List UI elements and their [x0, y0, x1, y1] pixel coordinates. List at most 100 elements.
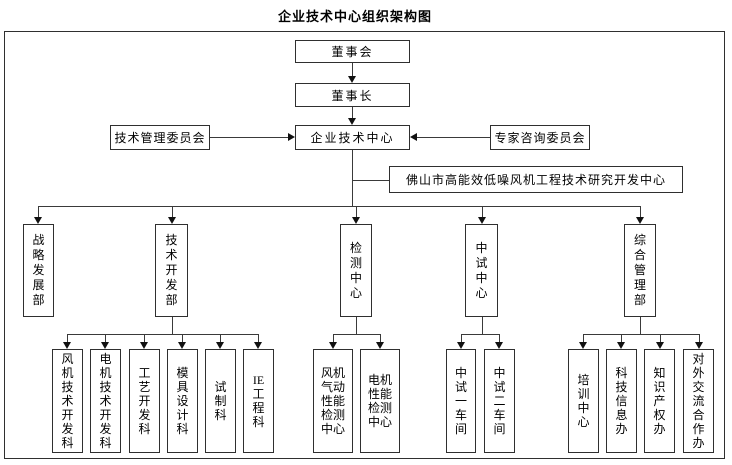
box-label: 电 机 技 术 开 发 科 [99, 352, 112, 450]
connector-line [67, 334, 259, 335]
section-motor-performance-testing: 电机 性能 检测 中心 [360, 349, 400, 453]
box-label: 对 外 交 流 合 作 办 [692, 352, 705, 450]
box-label: 中 试 二 车 间 [493, 366, 506, 436]
box-expert-advisory-committee: 专家咨询委员会 [490, 125, 590, 150]
connector-line [352, 107, 353, 119]
section-training-center: 培 训 中 心 [568, 349, 599, 453]
connector-line [621, 334, 622, 343]
arrow-down-icon [656, 342, 664, 349]
connector-line [67, 334, 68, 343]
arrow-down-icon [101, 342, 109, 349]
box-label: 战 略 发 展 部 [32, 233, 45, 307]
section-ie-engineering: IE 工 程 科 [243, 349, 274, 453]
connector-line [499, 334, 500, 343]
arrow-down-icon [178, 342, 186, 349]
box-label: 风机 气动 性能 检测 中心 [320, 366, 345, 436]
connector-line [356, 317, 357, 334]
dept-pilot-test-center: 中 试 中 心 [465, 224, 498, 317]
box-label: 中 试 中 心 [475, 240, 488, 300]
box-label: 专家咨询委员会 [494, 131, 586, 145]
arrow-down-icon [168, 217, 176, 224]
arrow-down-icon [140, 342, 148, 349]
connector-line [352, 180, 389, 181]
connector-line [417, 137, 490, 138]
connector-line [583, 334, 584, 343]
box-label: 科 技 信 息 办 [615, 366, 628, 436]
dept-testing-center: 检 测 中 心 [340, 224, 372, 317]
connector-line [660, 334, 661, 343]
section-fan-tech-dev: 风 机 技 术 开 发 科 [52, 349, 83, 453]
arrow-down-icon [63, 342, 71, 349]
dept-general-management: 综 合 管 理 部 [624, 224, 656, 317]
box-label: 试 制 科 [214, 380, 227, 422]
section-pilot-workshop-1: 中 试 一 车 间 [446, 349, 476, 453]
connector-line [699, 334, 700, 343]
arrow-down-icon [34, 217, 42, 224]
section-external-cooperation-office: 对 外 交 流 合 作 办 [683, 349, 714, 453]
box-chairman: 董事长 [295, 83, 410, 107]
box-label: 技术管理委员会 [114, 131, 206, 145]
connector-line [172, 206, 173, 218]
connector-line [210, 137, 288, 138]
arrow-down-icon [495, 342, 503, 349]
box-enterprise-tech-center: 企业技术中心 [295, 125, 410, 150]
box-label: 电机 性能 检测 中心 [367, 373, 392, 429]
box-label: 知 识 产 权 办 [653, 366, 666, 436]
dept-strategic-development: 战 略 发 展 部 [23, 224, 54, 317]
connector-line [461, 334, 462, 343]
box-label: 企业技术中心 [310, 131, 395, 145]
arrow-down-icon [579, 342, 587, 349]
connector-line [380, 334, 381, 343]
connector-line [461, 334, 499, 335]
arrow-left-icon [410, 133, 417, 141]
connector-line [144, 334, 145, 343]
box-label: 综 合 管 理 部 [633, 233, 646, 307]
connector-line [640, 206, 641, 218]
connector-line [258, 334, 259, 343]
box-label: 模 具 设 计 科 [176, 366, 189, 436]
box-label: 工 艺 开 发 科 [138, 366, 151, 436]
box-board-of-directors: 董事会 [295, 40, 410, 63]
arrow-down-icon [478, 217, 486, 224]
section-process-dev: 工 艺 开 发 科 [129, 349, 160, 453]
connector-line [105, 334, 106, 343]
connector-line [482, 317, 483, 334]
box-label: 中 试 一 车 间 [454, 366, 467, 436]
section-motor-tech-dev: 电 机 技 术 开 发 科 [90, 349, 121, 453]
arrow-down-icon [329, 342, 337, 349]
box-label: 佛山市高能效低噪风机工程技术研究开发中心 [405, 173, 666, 187]
section-fan-aero-testing: 风机 气动 性能 检测 中心 [313, 349, 353, 453]
arrow-down-icon [216, 342, 224, 349]
box-label: 董事长 [331, 88, 374, 103]
box-label: IE 工 程 科 [252, 373, 265, 429]
connector-line [38, 206, 640, 207]
connector-line [640, 317, 641, 334]
box-tech-mgmt-committee: 技术管理委员会 [110, 125, 210, 150]
arrow-down-icon [254, 342, 262, 349]
box-label: 技 术 开 发 部 [165, 233, 178, 307]
section-mold-design: 模 具 设 计 科 [167, 349, 198, 453]
dept-technology-development: 技 术 开 发 部 [155, 224, 188, 317]
section-pilot-workshop-2: 中 试 二 车 间 [484, 349, 515, 453]
section-sci-tech-info-office: 科 技 信 息 办 [606, 349, 637, 453]
section-trial-production: 试 制 科 [205, 349, 236, 453]
box-label: 检 测 中 心 [349, 240, 362, 300]
arrow-down-icon [636, 217, 644, 224]
connector-line [352, 150, 353, 206]
connector-line [356, 206, 357, 218]
arrow-down-icon [695, 342, 703, 349]
connector-line [182, 334, 183, 343]
connector-line [220, 334, 221, 343]
connector-line [172, 317, 173, 334]
box-label: 风 机 技 术 开 发 科 [61, 352, 74, 450]
connector-line [38, 206, 39, 218]
box-foshan-rd-center: 佛山市高能效低噪风机工程技术研究开发中心 [389, 166, 683, 193]
arrow-down-icon [376, 342, 384, 349]
connector-line [333, 334, 334, 343]
arrow-down-icon [617, 342, 625, 349]
page-title: 企业技术中心组织架构图 [277, 9, 432, 24]
section-ip-office: 知 识 产 权 办 [644, 349, 675, 453]
connector-line [583, 334, 699, 335]
arrow-down-icon [352, 217, 360, 224]
